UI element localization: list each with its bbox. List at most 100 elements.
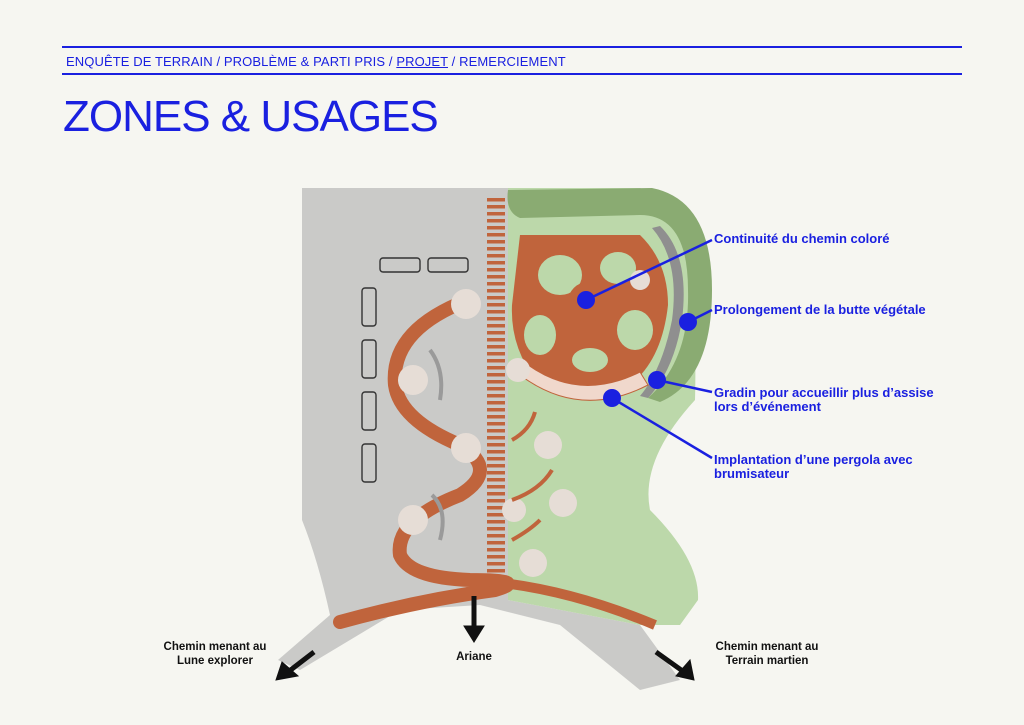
arrow-right-head xyxy=(675,658,695,681)
hatch-bar xyxy=(487,268,505,272)
hatch-bar xyxy=(487,422,505,426)
pergola-hatch xyxy=(487,198,505,580)
breadcrumb-nav: ENQUÊTE DE TERRAIN / PROBLÈME & PARTI PR… xyxy=(66,54,566,69)
direction-label-ariane: Ariane xyxy=(456,651,492,663)
hatch-bar xyxy=(487,471,505,475)
hatch-bar xyxy=(487,282,505,286)
hatch-bar xyxy=(487,534,505,538)
seating-circle xyxy=(519,549,547,577)
hatch-bar xyxy=(487,303,505,307)
hatch-bar xyxy=(487,569,505,573)
nav-separator: / xyxy=(385,54,397,69)
hatch-bar xyxy=(487,415,505,419)
hatch-bar xyxy=(487,408,505,412)
seating-circle xyxy=(451,433,481,463)
hatch-bar xyxy=(487,331,505,335)
hatch-bar xyxy=(487,317,505,321)
callout-dots xyxy=(577,291,697,407)
hatch-bar xyxy=(487,254,505,258)
hatch-bar xyxy=(487,226,505,230)
hatch-bar xyxy=(487,289,505,293)
callout-lines xyxy=(585,238,713,460)
hatch-bar xyxy=(487,527,505,531)
hatch-bar xyxy=(487,380,505,384)
callout-dot-chemin xyxy=(577,291,595,309)
hatch-bar xyxy=(487,212,505,216)
seating-circle xyxy=(398,365,428,395)
hatch-bar xyxy=(487,366,505,370)
branch-path xyxy=(511,468,554,502)
hatch-bar xyxy=(487,205,505,209)
callout-butte-label: Prolongement de la butte végétale xyxy=(714,302,926,317)
hatch-bar xyxy=(487,338,505,342)
direction-label-lune: Chemin menant au Lune explorer xyxy=(163,641,267,667)
hatch-bar xyxy=(487,541,505,545)
arrow-center-head xyxy=(463,625,485,643)
hatch-bar xyxy=(487,359,505,363)
hatch-bar xyxy=(487,401,505,405)
seating-circle xyxy=(506,358,530,382)
callout-dot-gradin xyxy=(648,371,666,389)
hatch-bar xyxy=(487,429,505,433)
hatch-bar xyxy=(487,499,505,503)
hatch-bar xyxy=(487,478,505,482)
nav-separator: / xyxy=(212,54,224,69)
branch-path xyxy=(511,518,542,542)
path-strip xyxy=(640,226,684,398)
hatch-bar xyxy=(487,436,505,440)
callout-pergola-label: Implantation d’une pergola avec brumisat… xyxy=(714,453,913,481)
parked-cars xyxy=(361,257,469,483)
arrow-left-head xyxy=(275,661,300,681)
hatch-bar xyxy=(487,520,505,524)
hatch-bar xyxy=(487,310,505,314)
nav-item-projet[interactable]: PROJET xyxy=(396,54,448,69)
arrow-left xyxy=(286,650,316,674)
seating-circles xyxy=(398,270,650,577)
seating-circle xyxy=(398,505,428,535)
wheel-plaza xyxy=(511,235,668,385)
arrow-right xyxy=(654,649,686,675)
hatch-bar xyxy=(487,562,505,566)
callout-dot-pergola xyxy=(603,389,621,407)
callout-chemin-label: Continuité du chemin coloré xyxy=(714,231,890,246)
branch-path xyxy=(510,411,537,442)
hatch-bar xyxy=(487,450,505,454)
direction-arrows xyxy=(275,596,695,681)
paved-ground xyxy=(278,188,680,690)
direction-label-terrain: Chemin menant au Terrain martien xyxy=(715,641,819,667)
hatch-bar xyxy=(487,576,505,580)
hatch-bar xyxy=(487,464,505,468)
hatch-bar xyxy=(487,373,505,377)
colored-path-exit xyxy=(469,575,657,630)
hatch-bar xyxy=(487,240,505,244)
seating-circle xyxy=(451,289,481,319)
callout-pergola-line-1: Implantation d’une pergola avec xyxy=(714,452,913,467)
hatch-bar xyxy=(487,387,505,391)
callout-gradin-line-2: lors d’événement xyxy=(714,399,821,414)
hatch-bar xyxy=(487,548,505,552)
hatch-bar xyxy=(487,324,505,328)
hatch-bar xyxy=(487,233,505,237)
hatch-bar xyxy=(487,275,505,279)
hatch-bar xyxy=(487,492,505,496)
hatch-bar xyxy=(487,513,505,517)
butte-vegetale xyxy=(507,188,712,402)
hatch-bar xyxy=(487,394,505,398)
hatch-bar xyxy=(487,506,505,510)
hatch-bar xyxy=(487,443,505,447)
hatch-bar xyxy=(487,219,505,223)
nav-separator: / xyxy=(447,54,460,69)
hatch-bar xyxy=(487,198,505,202)
callout-gradin-line-1: Gradin pour accueillir plus d’assise xyxy=(714,385,934,400)
hatch-bar xyxy=(487,555,505,559)
hatch-bar xyxy=(487,296,505,300)
page-title: ZONES & USAGES xyxy=(63,92,439,141)
callout-dot-butte xyxy=(679,313,697,331)
nav-item-remerciement[interactable]: REMERCIEMENT xyxy=(459,54,566,69)
seating-circle xyxy=(630,270,650,290)
nav-item-enquete[interactable]: ENQUÊTE DE TERRAIN xyxy=(66,54,213,69)
top-rule xyxy=(62,46,962,48)
callout-pergola-line-2: brumisateur xyxy=(714,466,790,481)
nav-item-probleme[interactable]: PROBLÈME & PARTI PRIS xyxy=(223,54,386,69)
